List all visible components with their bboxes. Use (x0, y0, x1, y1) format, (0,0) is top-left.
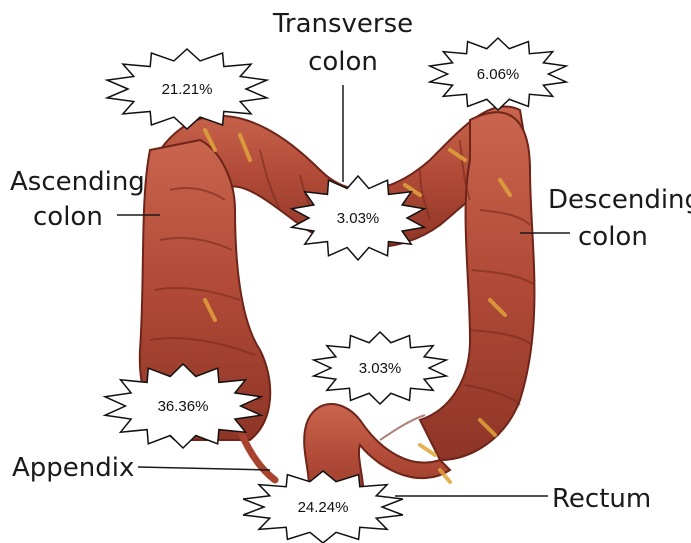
label-transverse-line2: colon (308, 47, 378, 77)
percentage-value: 21.21% (162, 81, 213, 98)
label-rectum: Rectum (552, 484, 651, 514)
starburst-top-left: 21.21% (107, 49, 267, 129)
label-ascending-line1: Ascending (10, 167, 145, 197)
percentage-value: 36.36% (158, 398, 209, 415)
appendix-leader (138, 467, 270, 470)
label-descending-line2: colon (578, 222, 648, 252)
label-transverse-line1: Transverse (272, 9, 413, 39)
label-appendix: Appendix (12, 453, 134, 483)
label-ascending-line2: colon (33, 202, 103, 232)
starburst-sigmoid: 3.03% (314, 332, 447, 404)
percentage-value: 3.03% (337, 210, 380, 227)
appendix-shape (240, 430, 275, 480)
starburst-rectum: 24.24% (243, 471, 403, 543)
percentage-value: 24.24% (298, 499, 349, 516)
label-descending-line1: Descending (548, 185, 691, 215)
large-intestine-illustration (140, 106, 535, 515)
starburst-top-right: 6.06% (430, 38, 566, 110)
percentage-value: 6.06% (477, 66, 520, 83)
percentage-value: 3.03% (359, 360, 402, 377)
